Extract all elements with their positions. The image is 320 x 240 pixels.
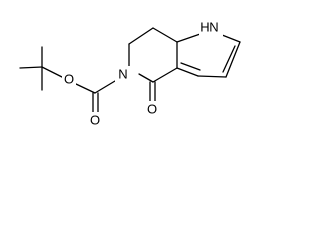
bond-fusion-carbon-to-nh — [176, 32, 204, 43]
ring-nitrogen-label: N — [118, 67, 127, 82]
bond-ch-ch-double-2 — [222, 45, 236, 73]
bond-fusion-double-2 — [180, 62, 201, 71]
bond-ch-to-fusion-carbon — [197, 75, 227, 78]
bond-ester-oxygen-to-carbonyl-carbon — [75, 83, 96, 94]
tert-butyl-group — [19, 46, 65, 91]
bond-carbonyl-carbon-to-ring-n — [94, 80, 116, 94]
lactam-oxygen-label: O — [147, 102, 157, 117]
bond-carbonyl-carbon-to-ring-n — [138, 73, 154, 83]
bond-ch2-ch2 — [128, 27, 154, 45]
lactam-ring — [128, 27, 178, 102]
pyrrole-ring — [176, 32, 241, 78]
bond-ch-ch-double-1 — [225, 41, 241, 78]
ester-oxygen-label: O — [64, 72, 74, 87]
atom-labels: O O N O H N — [62, 20, 223, 128]
bond-fusion-carbon-to-carbonyl — [152, 67, 178, 83]
chemical-structure-diagram: O O N O H N — [19, 20, 241, 128]
carbamate-group — [75, 80, 116, 113]
bond-tbu-methyl-left — [19, 66, 43, 69]
pyrrole-nitrogen-label: N — [209, 20, 218, 35]
ester-carbonyl-oxygen-label: O — [90, 113, 100, 128]
bond-fusion-double-1 — [176, 67, 199, 77]
pyrrole-h-label: H — [200, 20, 209, 35]
bond-tbu-to-oxygen — [41, 66, 65, 79]
bond-ch2-to-fusion-carbon — [152, 27, 178, 43]
